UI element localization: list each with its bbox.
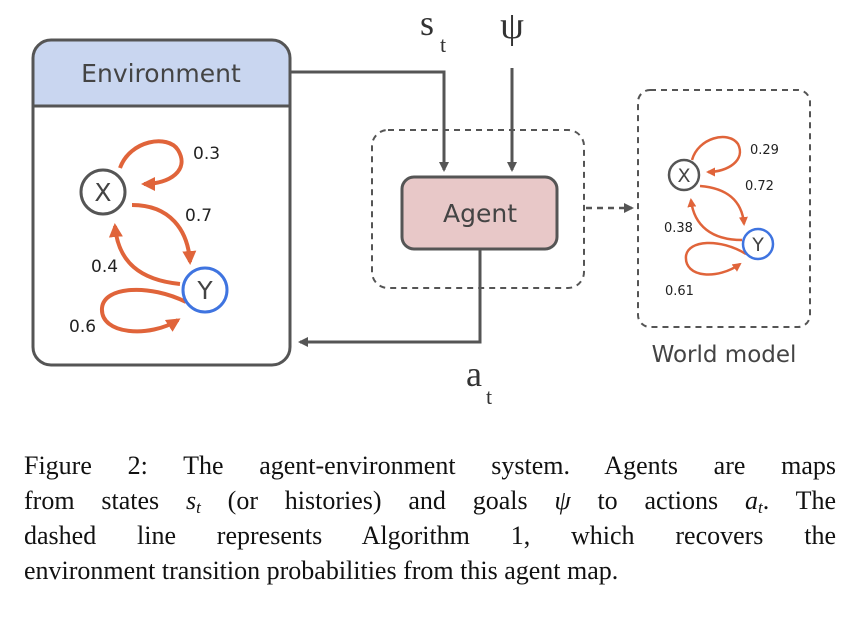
wm-node-y [741,227,775,261]
signal-lines [290,68,634,347]
environment-label: Environment [81,59,241,88]
caption-math-sub: t [196,498,201,517]
caption-text: to actions [570,486,745,515]
caption-text: from states [24,486,186,515]
agent-group: Agent [371,129,585,289]
wm-edge-y-to-x [687,198,743,242]
agent-box [400,175,559,251]
wm-edge-x-to-y [699,184,748,226]
caption-math-psi: ψ [554,486,571,515]
edge-x-self-loop [118,139,184,191]
caption-math-s: s [185,486,197,515]
action-subscript: t [486,384,492,409]
agent-environment-diagram: Environment X Y 0.3 0.7 0.4 0.6 s t ψ a … [31,3,811,409]
agent-label: Agent [443,199,517,228]
node-y-label: Y [196,276,213,305]
wm-prob-y-self: 0.61 [665,284,694,299]
prob-x-to-y: 0.7 [185,206,212,226]
state-subscript: t [440,32,446,57]
world-model-dashed-boundary [637,89,811,328]
state-line [290,70,449,172]
world-model-label: World model [652,342,797,368]
caption-line-2: from states st (or histories) and goals … [24,483,836,518]
goal-symbol: ψ [500,5,524,47]
state-symbol: s [420,3,434,43]
edge-x-to-y [131,203,197,265]
prob-x-self: 0.3 [193,144,220,164]
environment-box-border [31,38,292,367]
agent-dashed-boundary [371,129,585,289]
wm-edge-x-self-loop [690,135,742,177]
prob-y-self: 0.6 [69,317,96,337]
environment-box: Environment [31,38,292,367]
wm-node-x [667,158,701,192]
action-symbol: a [466,354,482,394]
caption-math-sub: t [757,498,763,517]
wm-prob-x-self: 0.29 [750,143,779,158]
wm-prob-y-to-x: 0.38 [664,221,693,236]
caption-line-4: environment transition probabilities fro… [24,556,619,585]
caption-line-1: Figure 2: The agent-environment system. … [24,451,836,480]
caption-text: (or histories) and goals [200,486,555,515]
wm-node-x-label: X [677,165,690,187]
edge-y-to-x [108,223,181,286]
wm-prob-x-to-y: 0.72 [745,179,774,194]
world-model: X Y 0.29 0.72 0.38 0.61 World model [637,89,811,368]
node-y [181,266,229,314]
node-x-label: X [94,178,111,207]
node-x [79,168,127,216]
wm-node-y-label: Y [751,234,764,256]
caption-line-3: dashed line represents Algorithm 1, whic… [24,521,836,550]
action-line [298,250,482,347]
figure-caption: Figure 2: The agent-environment system. … [24,448,836,588]
prob-y-to-x: 0.4 [91,257,118,277]
caption-text: . The [762,486,836,515]
environment-graph: X Y 0.3 0.7 0.4 0.6 [69,139,229,337]
caption-math-a: a [744,486,758,515]
environment-header-fill [33,40,290,106]
wm-edge-y-self-loop [684,241,747,276]
edge-y-self-loop [99,287,187,334]
